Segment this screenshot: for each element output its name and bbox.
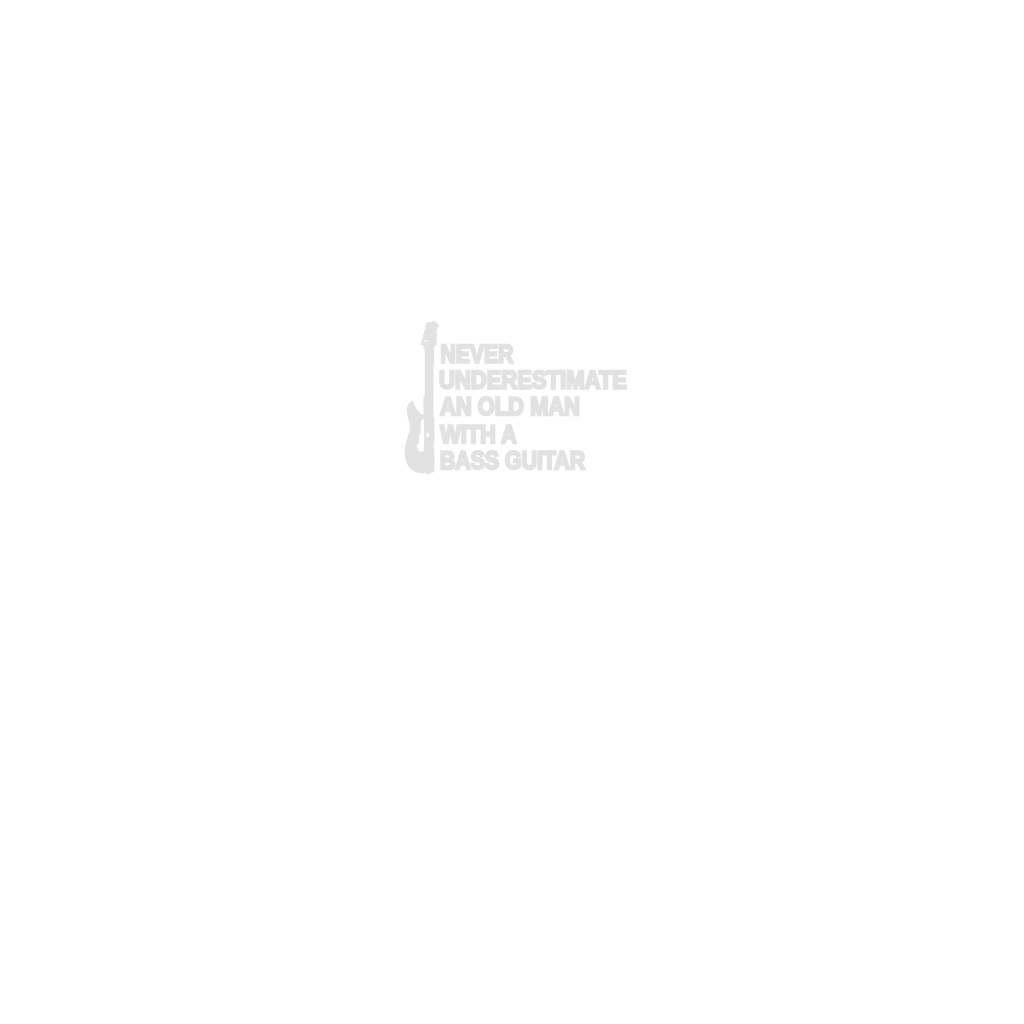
svg-text:NEVER: NEVER (440, 340, 513, 368)
svg-text:UNDERESTIMATE: UNDERESTIMATE (439, 367, 627, 395)
svg-text:BASS GUITAR: BASS GUITAR (440, 447, 585, 475)
svg-text:WITH A: WITH A (440, 421, 517, 449)
svg-text:AN OLD MAN: AN OLD MAN (440, 393, 580, 421)
